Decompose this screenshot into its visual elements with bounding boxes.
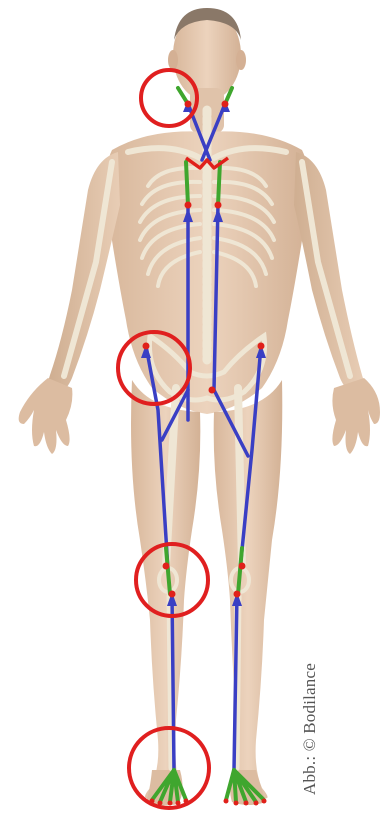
joint-chest-left [185, 202, 192, 209]
joint-toe-right-2 [234, 801, 239, 806]
left-ear [168, 50, 178, 70]
image-credit: Abb.: © Bodilance [300, 663, 320, 795]
chest-segment-left [186, 162, 188, 205]
joint-pelvis [209, 387, 216, 394]
joint-knee-right [234, 591, 241, 598]
joint-toe-right-5 [262, 799, 267, 804]
joint-toe-left-3 [168, 801, 173, 806]
left-hand [19, 378, 73, 454]
joint-thigh-right [239, 563, 246, 570]
right-hand [332, 378, 380, 454]
body-silhouette [19, 8, 380, 806]
joint-hip-left [143, 343, 150, 350]
chest-segment-right [218, 162, 220, 205]
joint-toe-right-4 [254, 801, 259, 806]
joint-neck-right [222, 101, 229, 108]
highlight-neck [141, 70, 197, 126]
joint-chest-right [215, 202, 222, 209]
joint-knee-left [169, 591, 176, 598]
right-ear [236, 50, 246, 70]
joint-toe-right-3 [244, 801, 249, 806]
shin-chain-left [172, 594, 174, 770]
joint-thigh-left [163, 563, 170, 570]
joint-toe-right-1 [224, 799, 229, 804]
joint-hip-right [258, 343, 265, 350]
joint-neck-left [185, 101, 192, 108]
